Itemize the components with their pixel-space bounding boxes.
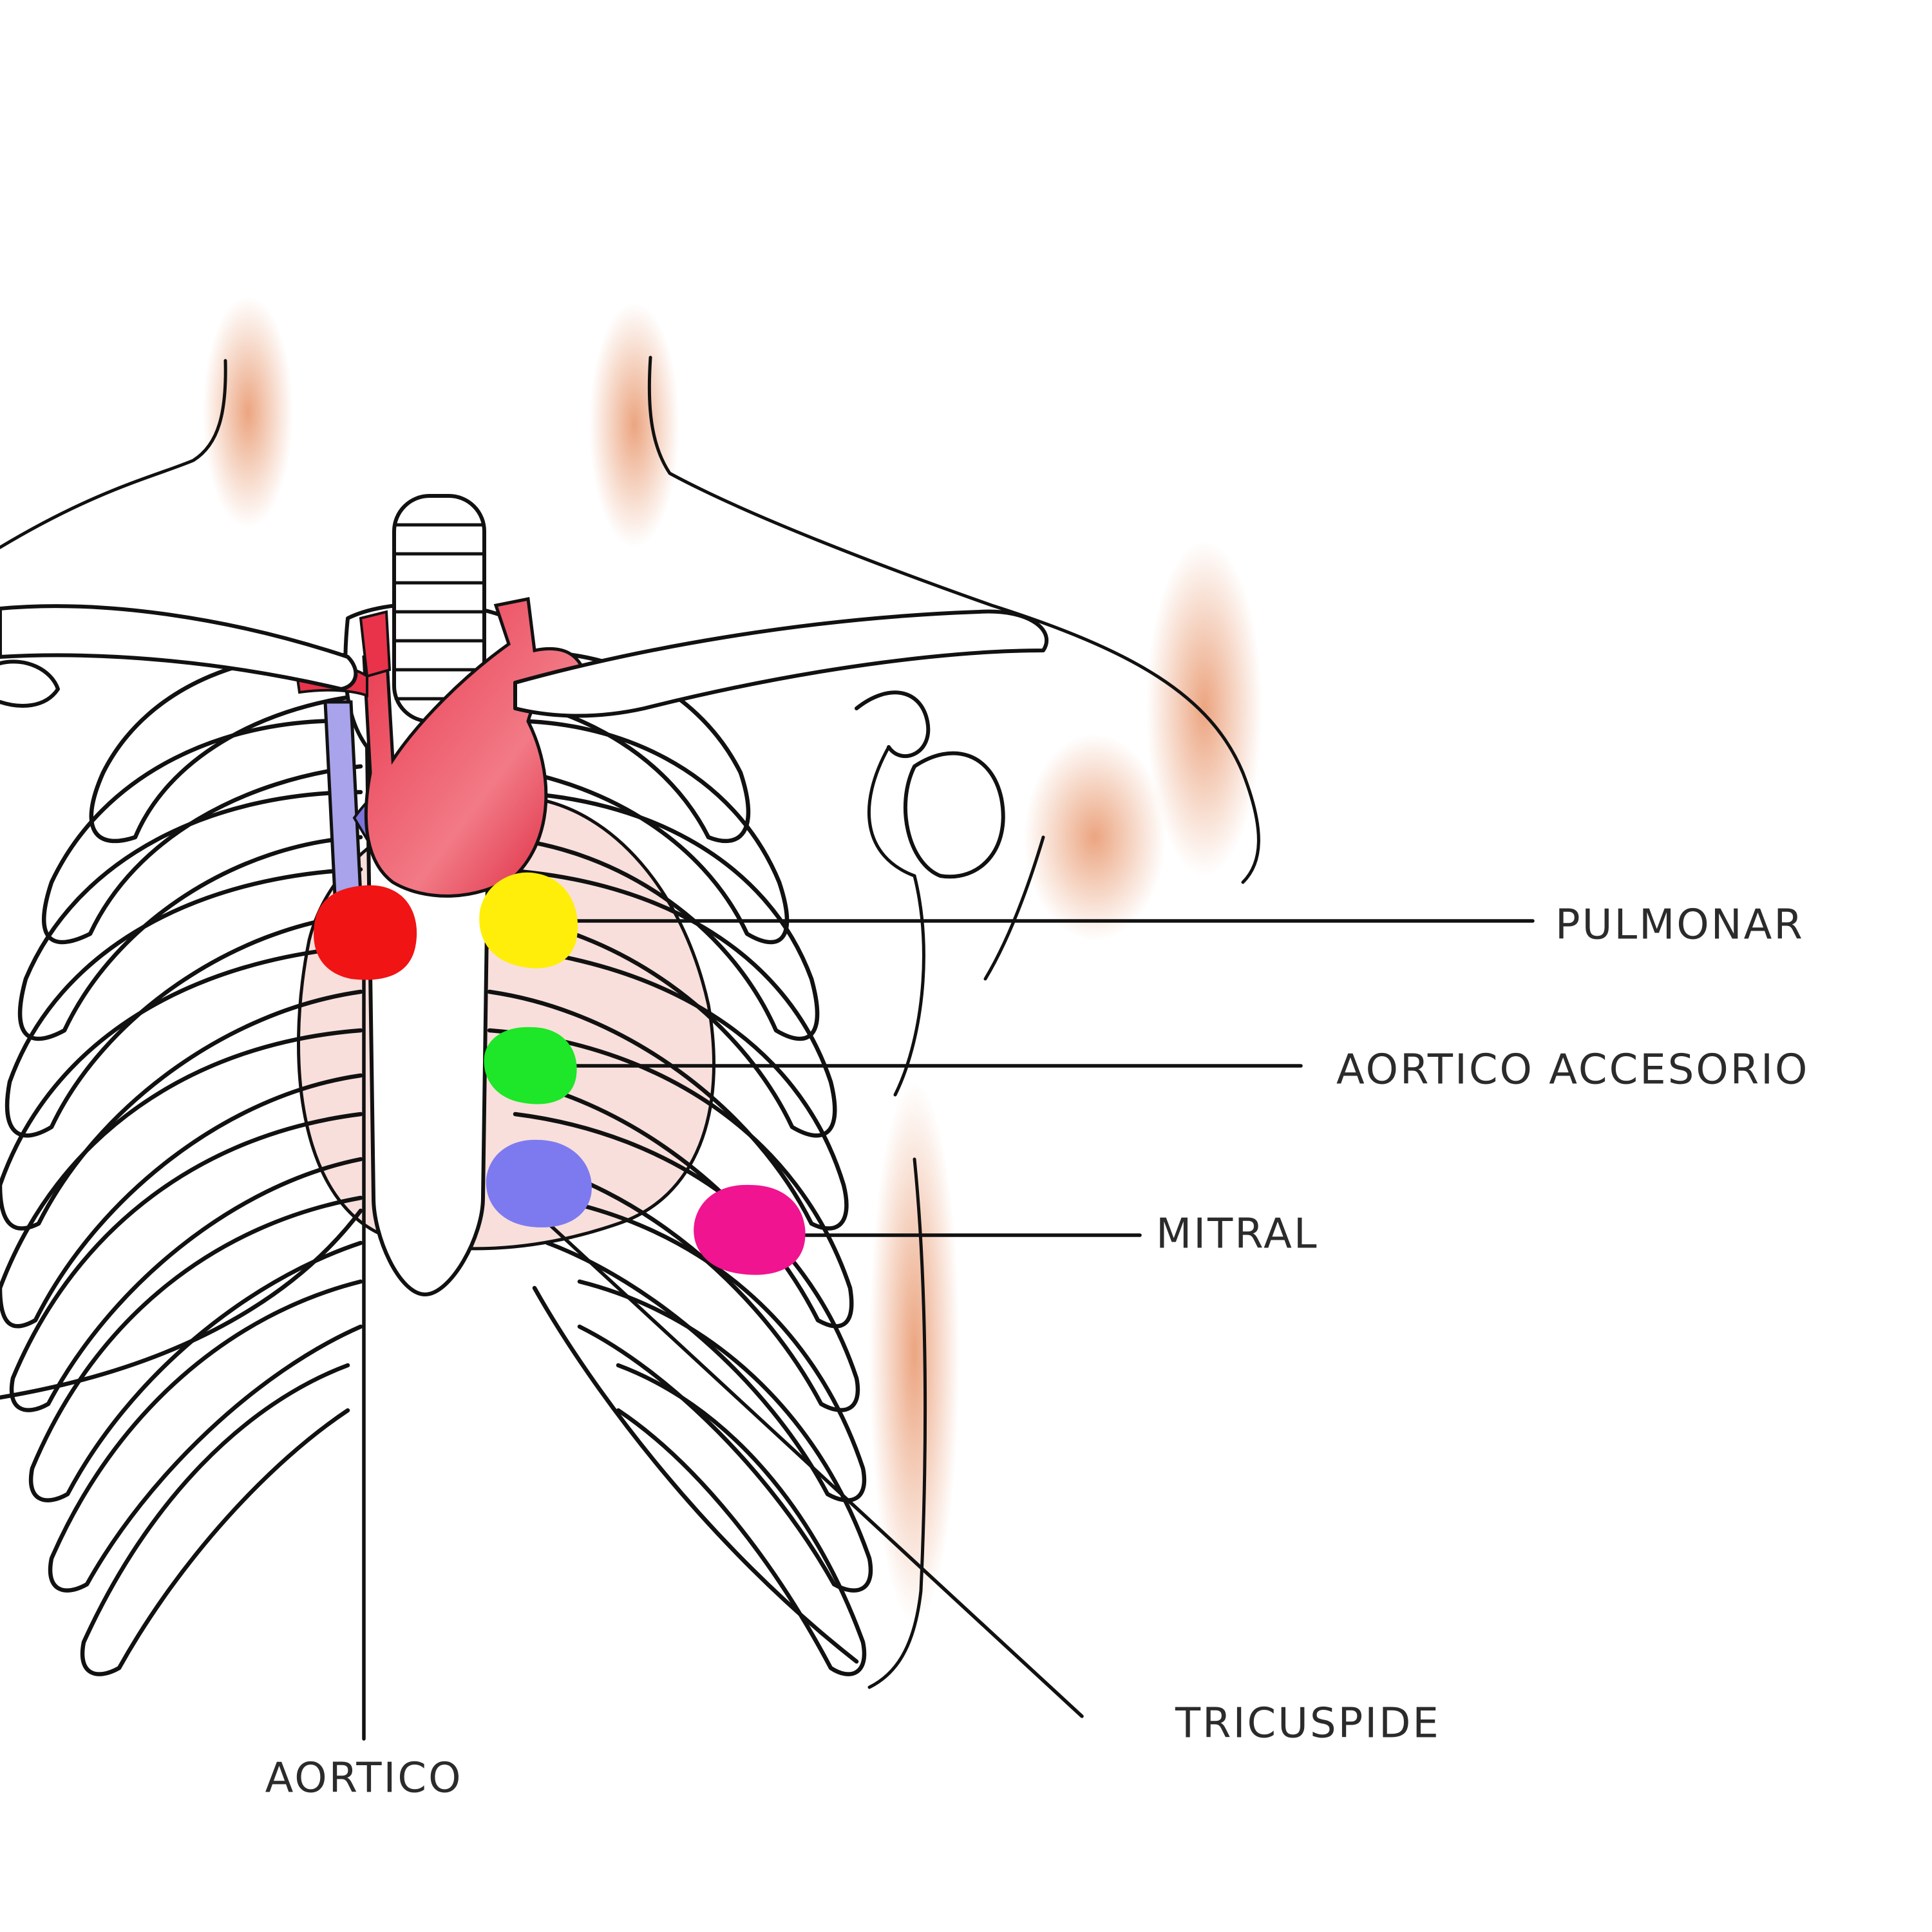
label-aortico: AORTICO — [265, 1755, 463, 1803]
trachea — [392, 494, 486, 723]
leader-tricuspide — [533, 1209, 1084, 1718]
focus-dot-aortico — [314, 885, 417, 980]
carotid-left — [359, 610, 392, 678]
focus-dot-pulmonar — [479, 872, 578, 969]
ribs-right — [487, 650, 873, 1676]
neck-right-outline — [647, 355, 1260, 884]
label-tricuspide: TRICUSPIDE — [1175, 1700, 1441, 1748]
humeral-head-right — [903, 751, 1005, 879]
aortic-arch — [362, 597, 589, 898]
label-pulmonar: PULMONAR — [1555, 902, 1804, 949]
label-mitral: MITRAL — [1156, 1211, 1319, 1258]
great-vessels — [294, 597, 589, 898]
flank-right-outline — [867, 1157, 927, 1689]
acromion-left — [0, 659, 60, 708]
neck-left-outline — [0, 359, 227, 549]
costal-margin-left — [0, 1208, 363, 1400]
neck-shade-right — [589, 303, 679, 547]
labels: PULMONAR AORTICO ACCESORIO MITRAL TRICUS… — [265, 902, 1809, 1803]
shoulder-shade — [1024, 734, 1166, 940]
clavicle-right — [513, 609, 1048, 718]
focus-dot-mitral — [694, 1184, 806, 1275]
body-silhouette — [0, 296, 1262, 1689]
focus-dot-tricuspide — [486, 1139, 592, 1227]
flank-shade — [869, 1082, 960, 1623]
label-aortico-accesorio: AORTICO ACCESORIO — [1336, 1046, 1809, 1094]
arm-shade — [1146, 541, 1262, 876]
scapula-edge-right — [867, 745, 925, 1097]
clavicles — [0, 604, 1048, 1097]
neck-shade-left — [203, 296, 293, 528]
clavicle-left — [0, 604, 358, 691]
vena-cava — [323, 700, 363, 897]
auscultation-foci — [314, 872, 806, 1275]
leader-lines — [362, 919, 1535, 1741]
coracoid-right — [855, 690, 931, 759]
ribs-left — [0, 652, 363, 1676]
focus-dot-aortico-accesorio — [484, 1027, 577, 1104]
costal-margin-right — [532, 1285, 859, 1664]
